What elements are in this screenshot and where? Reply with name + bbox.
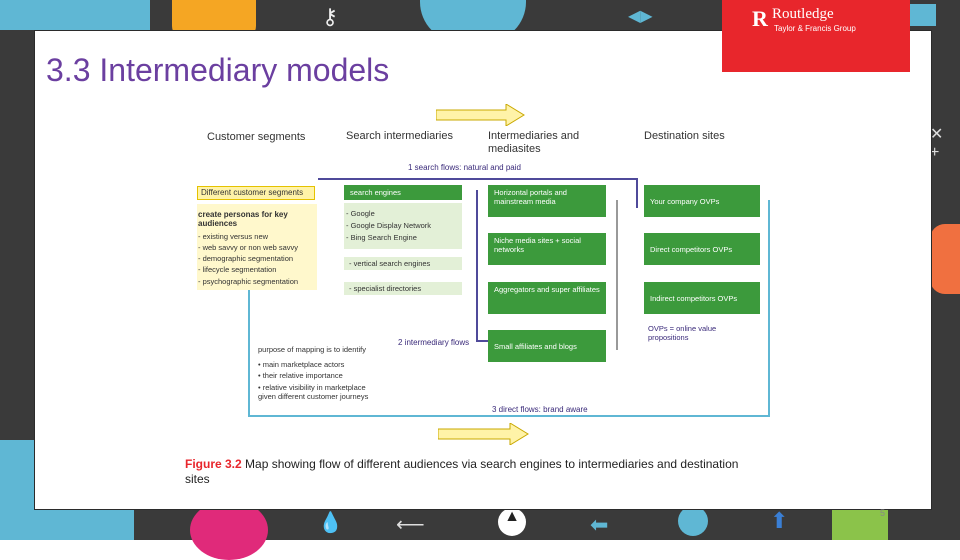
flow-label-intermediary: 2 intermediary flows <box>398 338 470 347</box>
segments-personas-box <box>197 204 317 290</box>
directories-box: - specialist directories <box>344 282 462 295</box>
header-customer-segments: Customer segments <box>207 131 306 143</box>
bottom-frame-left <box>34 508 134 540</box>
vertical-search-box: - vertical search engines <box>344 257 462 270</box>
caption-text: Map showing flow of different audiences … <box>185 457 739 486</box>
publisher-name: Routledge <box>772 6 834 22</box>
back-arrow-icon: ⟵ <box>396 514 425 536</box>
segments-personas-title: create personas for key audiences <box>198 210 288 228</box>
flow-label-search: 1 search flows: natural and paid <box>408 163 521 172</box>
prev-next-icon: ◀▶ <box>628 8 653 25</box>
flow-line-search-vertical <box>476 190 478 342</box>
intermediary-box: Aggregators and super affiliates <box>488 282 606 314</box>
side-frame-left <box>0 440 34 540</box>
left-arrow-icon: ⬅ <box>590 512 609 537</box>
publisher-logo <box>722 0 910 72</box>
plus-icon: ✕+ <box>930 126 944 161</box>
eject-icon: ▲ <box>498 508 526 536</box>
search-engine-item: - Google <box>346 209 375 218</box>
key-icon: ⚷ <box>322 4 339 29</box>
figure-caption: Figure 3.2 Map showing flow of different… <box>185 457 755 487</box>
flow-label-direct: 3 direct flows: brand aware <box>492 405 588 414</box>
intermediary-box: Niche media sites + social networks <box>488 233 606 265</box>
segment-item: - psychographic segmentation <box>198 277 299 286</box>
drop-icon: 💧 <box>318 512 343 534</box>
mapping-item: • their relative importance <box>258 371 343 380</box>
flow-line-intermediary <box>476 340 488 342</box>
publisher-subtitle: Taylor & Francis Group <box>774 24 856 33</box>
flow-line-top-drop <box>636 178 638 208</box>
flow-line-left-down <box>248 288 250 416</box>
flow-line-bottom <box>248 415 770 417</box>
destination-box: Direct competitors OVPs <box>644 233 760 265</box>
segment-item: - demographic segmentation <box>198 254 294 263</box>
flow-line-mid-vertical <box>616 200 618 350</box>
intermediary-box: Small affiliates and blogs <box>488 330 606 362</box>
publisher-mark: R <box>752 6 768 31</box>
top-flow-arrow <box>436 104 525 126</box>
header-destination-sites: Destination sites <box>644 130 725 142</box>
search-engine-item: - Bing Search Engine <box>346 233 417 242</box>
mapping-item: • relative visibility in marketplace giv… <box>258 383 369 401</box>
caption-number: Figure 3.2 <box>185 457 242 471</box>
search-engine-item: - Google Display Network <box>346 221 432 230</box>
up-arrow-icon: ⬆ <box>770 508 789 533</box>
ovp-note: OVPs = online value propositions <box>648 324 717 342</box>
segment-item: - existing versus new <box>198 232 269 241</box>
bottom-frame-right <box>832 508 888 540</box>
intermediary-box: Horizontal portals and mainstream media <box>488 185 606 217</box>
search-engines-box: search engines <box>344 185 462 200</box>
mapping-item: • main marketplace actors <box>258 360 345 369</box>
mapping-intro: purpose of mapping is to identify <box>258 345 366 354</box>
record-icon <box>678 506 708 536</box>
destination-box: Your company OVPs <box>644 185 760 217</box>
search-engines-list <box>344 203 462 249</box>
flow-line-top <box>318 178 636 180</box>
page-number: 5 <box>880 508 886 518</box>
slide-title: 3.3 Intermediary models <box>46 52 390 88</box>
bottom-flow-arrow <box>438 423 529 445</box>
segments-header-box: Different customer segments <box>197 186 315 200</box>
flow-line-right-up <box>768 200 770 416</box>
header-intermediaries: Intermediaries and mediasites <box>488 130 580 155</box>
segment-item: - web savvy or non web savvy <box>198 243 299 252</box>
destination-box: Indirect competitors OVPs <box>644 282 760 314</box>
segment-item: - lifecycle segmentation <box>198 265 277 274</box>
frame-decoration-top-left <box>0 0 150 30</box>
person-icon <box>930 224 960 294</box>
header-search-intermediaries: Search intermediaries <box>346 130 453 142</box>
